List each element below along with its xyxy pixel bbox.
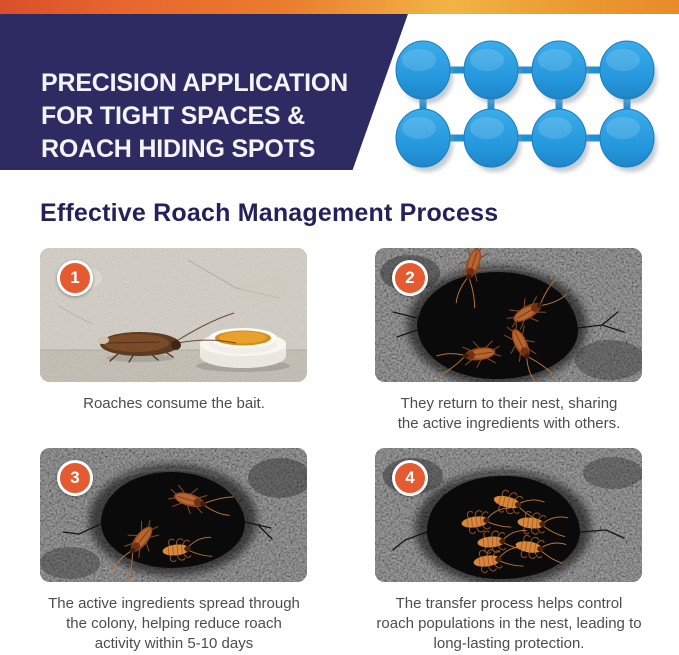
- step-4: 4 The transfer process helps control roa…: [375, 448, 642, 654]
- nest-hole: [426, 475, 581, 580]
- step-2-caption: They return to their nest, sharing the a…: [397, 395, 621, 432]
- bait-station-icon: [196, 328, 290, 372]
- section-title: Effective Roach Management Process: [40, 199, 499, 227]
- step-1-photo: 1: [40, 248, 307, 382]
- step-2-photo: 2: [375, 248, 642, 382]
- top-banner: PRECISION APPLICATION FOR TIGHT SPACES &…: [0, 0, 679, 170]
- step-3-photo: 3: [40, 448, 307, 582]
- step-2: 2 They return to their nest, sharing the…: [375, 248, 642, 448]
- step-number-badge: 4: [392, 460, 428, 496]
- step-3-caption: The active ingredients spread through th…: [48, 595, 300, 652]
- orange-accent-bar: [0, 0, 679, 14]
- step-4-caption: The transfer process helps control roach…: [376, 595, 642, 652]
- step-1-caption: Roaches consume the bait.: [83, 395, 265, 412]
- roach-icon: [97, 312, 237, 363]
- step-3: 3 The active ingredients spread through …: [40, 448, 307, 654]
- bait-disc-tray-illustration: [385, 14, 679, 174]
- step-number-badge: 3: [57, 460, 93, 496]
- nest-hole-illustration: [375, 448, 642, 582]
- step-number-badge: 1: [57, 260, 93, 296]
- roach-eating-bait-illustration: [40, 248, 307, 382]
- step-4-photo: 4: [375, 448, 642, 582]
- step-number-badge: 2: [392, 260, 428, 296]
- headline-panel: [0, 14, 408, 170]
- process-section: Effective Roach Management Process: [0, 195, 679, 654]
- steps-grid: 1 Roaches consume the bait.: [40, 248, 679, 654]
- banner-headline: PRECISION APPLICATION FOR TIGHT SPACES &…: [41, 68, 348, 163]
- step-1: 1 Roaches consume the bait.: [40, 248, 307, 448]
